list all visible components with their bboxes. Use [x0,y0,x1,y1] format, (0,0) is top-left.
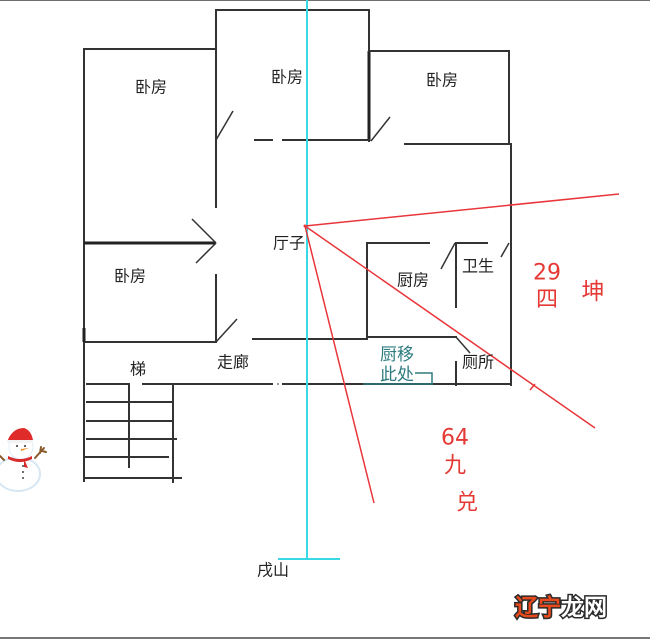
watermark: 辽宁龙网 [515,594,607,621]
note-bracket [415,372,433,384]
label-bathroom: 卫生 [462,257,494,276]
label-corridor: 走廊 [217,353,249,372]
walls [82,9,512,482]
sector-dui-trigram: 兑 [456,491,478,516]
sector-ray-upper [304,193,620,227]
label-stairs: 梯 [130,360,146,379]
staircase [83,383,182,483]
note-kitchen-move-line2: 此处 [380,365,414,385]
sector-ray-lower [304,225,375,504]
door-bedroom-top-left-arrow-upper [191,218,217,244]
door-bedroom-middle [215,110,234,141]
door-bedroom-bottom-left [215,318,238,343]
sector-ray-middle [304,225,596,429]
sector-kun-number: 29 [533,261,561,286]
label-toilet: 厕所 [462,353,494,372]
snowman-icon [0,428,47,492]
sector-rays [303,193,620,504]
doors [191,110,510,354]
door-bedroom-right [370,116,391,142]
sector-ray-tick [529,383,536,391]
door-bathroom [500,242,510,258]
door-toilet [455,336,471,354]
note-kitchen-move-line1: 厨移 [380,345,414,365]
door-bedroom-top-left-arrow-lower [195,242,217,264]
label-bedroom-top-right: 卧房 [426,71,458,90]
door-kitchen [440,242,456,270]
sector-dui-numeral: 九 [444,454,466,479]
label-kitchen: 厨房 [397,271,429,290]
sector-kun-trigram: 坤 [582,279,605,305]
watermark-part1: 辽宁 [515,594,561,621]
label-living-room: 厅子 [273,234,305,253]
label-bedroom-top-middle: 卧房 [271,68,303,87]
sector-dui-number: 64 [441,426,469,451]
label-mountain: 戌山 [257,561,289,580]
sector-center-point [303,224,307,228]
sector-kun-numeral: 四 [536,288,558,313]
label-bedroom-top-left: 卧房 [135,78,167,97]
label-bedroom-bottom-left: 卧房 [114,267,146,286]
wall-dot [277,383,279,385]
watermark-part2: 龙网 [561,595,607,621]
